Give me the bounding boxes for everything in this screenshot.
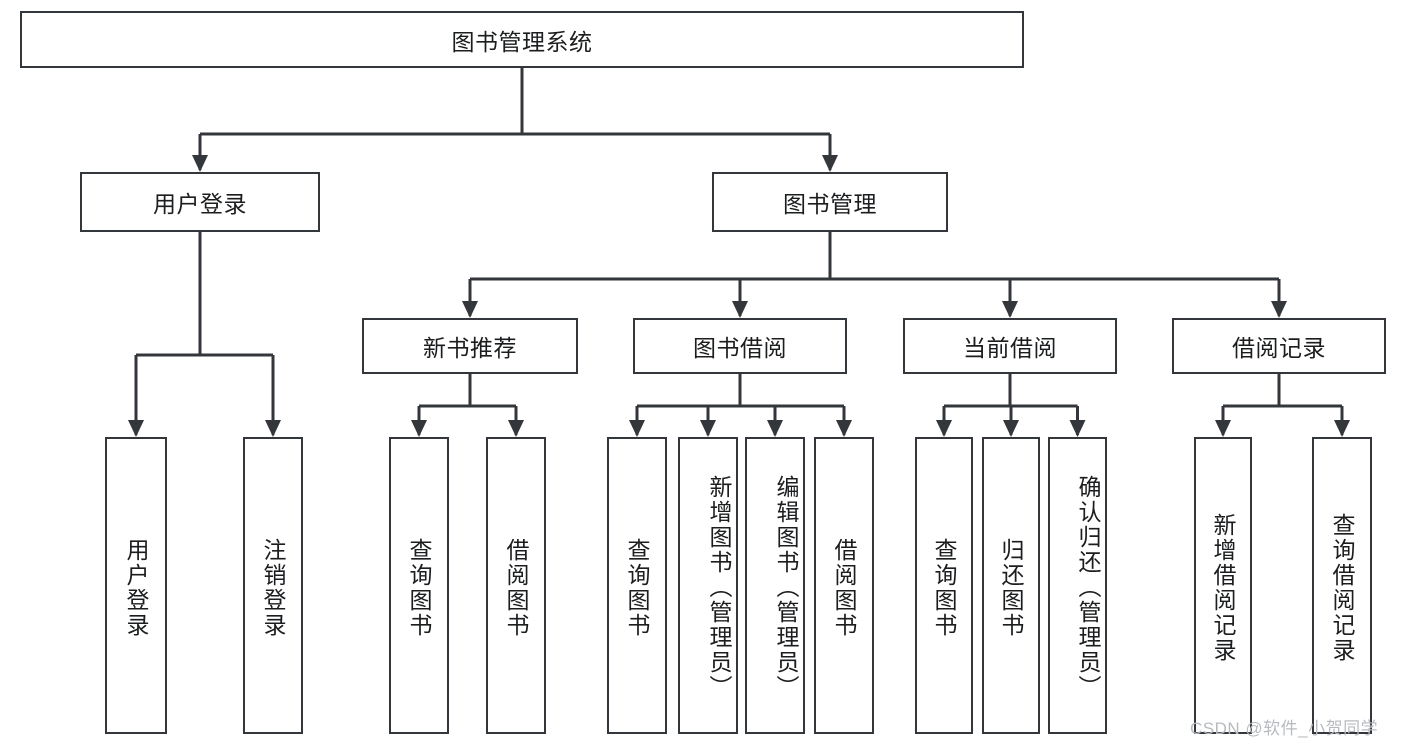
node-leaf-confirm-return: 确认归还（管理员） [1048,437,1107,734]
node-leaf-query-book-2: 查询图书 [607,437,667,734]
node-current-borrow: 当前借阅 [903,318,1117,374]
node-leaf-edit-book: 编辑图书（管理员） [745,437,805,734]
node-leaf-user-login: 用户登录 [105,437,167,734]
node-label: 用户登录 [123,537,149,638]
node-label: 用户登录 [153,191,247,217]
node-label: 注销登录 [260,537,286,638]
node-label: 新增借阅记录 [1210,512,1236,663]
node-new-book-rec: 新书推荐 [362,318,578,374]
node-label: 借阅图书 [831,537,857,638]
node-leaf-add-book: 新增图书（管理员） [678,437,738,734]
node-leaf-query-book-3: 查询图书 [915,437,973,734]
node-leaf-query-record: 查询借阅记录 [1312,437,1372,734]
node-root: 图书管理系统 [20,11,1024,68]
node-label: 查询借阅记录 [1329,512,1355,663]
node-label: 图书借阅 [693,335,787,361]
node-user-login: 用户登录 [80,172,320,232]
node-label: 新增图书（管理员） [706,475,732,700]
node-label: 编辑图书（管理员） [773,475,799,700]
node-leaf-borrow-book-1: 借阅图书 [486,437,546,734]
node-label: 查询图书 [931,537,957,638]
node-label: 当前借阅 [963,335,1057,361]
node-leaf-user-logout: 注销登录 [243,437,303,734]
node-borrow-record: 借阅记录 [1172,318,1386,374]
node-label: 借阅图书 [503,537,529,638]
node-label: 确认归还（管理员） [1075,475,1101,700]
node-label: 图书管理 [783,191,877,217]
node-leaf-add-record: 新增借阅记录 [1194,437,1252,734]
node-label: 查询图书 [624,537,650,638]
node-label: 借阅记录 [1232,335,1326,361]
node-label: 查询图书 [406,537,432,638]
node-book-borrow: 图书借阅 [633,318,847,374]
node-leaf-borrow-book-2: 借阅图书 [814,437,874,734]
node-leaf-query-book-1: 查询图书 [389,437,449,734]
node-leaf-return-book: 归还图书 [982,437,1040,734]
node-label: 新书推荐 [423,335,517,361]
node-label: 归还图书 [998,537,1024,638]
node-book-manage: 图书管理 [712,172,948,232]
node-label: 图书管理系统 [451,28,593,55]
